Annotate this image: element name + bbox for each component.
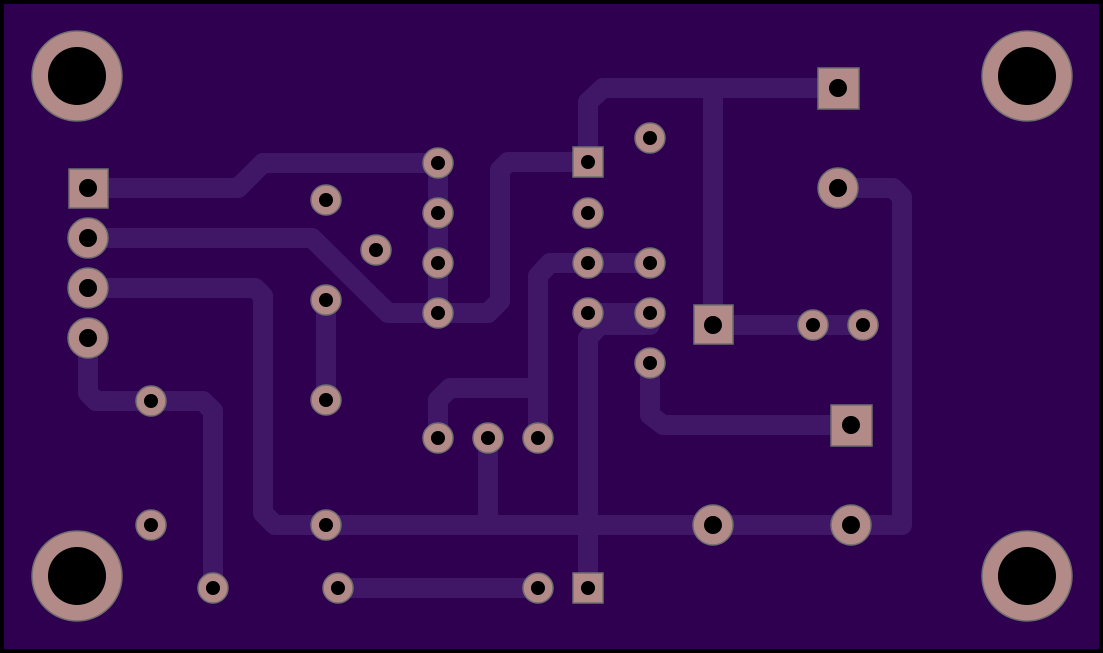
- round-pad: [634, 297, 666, 329]
- round-pad: [847, 309, 879, 341]
- mounting-hole: [31, 530, 123, 622]
- trace: [578, 315, 660, 598]
- round-pad: [310, 184, 342, 216]
- round-pad: [197, 572, 229, 604]
- trace: [428, 378, 548, 448]
- square-pad: [817, 67, 860, 110]
- round-pad: [422, 147, 454, 179]
- round-pad: [634, 122, 666, 154]
- mounting-hole: [981, 30, 1073, 122]
- round-pad: [522, 572, 554, 604]
- round-pad: [472, 422, 504, 454]
- board-substrate: [4, 4, 1099, 649]
- trace: [78, 153, 448, 198]
- round-pad: [634, 347, 666, 379]
- round-pad: [830, 504, 872, 546]
- round-pad: [67, 267, 109, 309]
- round-pad: [135, 385, 167, 417]
- round-pad: [692, 504, 734, 546]
- round-pad: [422, 247, 454, 279]
- round-pad: [135, 509, 167, 541]
- round-pad: [522, 422, 554, 454]
- round-pad: [797, 309, 829, 341]
- trace: [78, 152, 598, 323]
- trace: [78, 178, 912, 535]
- round-pad: [360, 234, 392, 266]
- round-pad: [67, 317, 109, 359]
- square-pad: [572, 572, 604, 604]
- round-pad: [422, 197, 454, 229]
- pads: [31, 30, 1073, 622]
- round-pad: [817, 167, 859, 209]
- round-pad: [310, 384, 342, 416]
- round-pad: [310, 509, 342, 541]
- round-pad: [572, 197, 604, 229]
- round-pad: [422, 297, 454, 329]
- square-pad: [68, 168, 109, 209]
- round-pad: [322, 572, 354, 604]
- trace: [528, 253, 598, 448]
- square-pad: [830, 404, 873, 447]
- round-pad: [310, 284, 342, 316]
- round-pad: [67, 217, 109, 259]
- trace: [640, 353, 861, 435]
- mounting-hole: [31, 30, 123, 122]
- round-pad: [572, 297, 604, 329]
- square-pad: [572, 146, 604, 178]
- square-pad: [693, 304, 734, 345]
- round-pad: [634, 247, 666, 279]
- round-pad: [572, 247, 604, 279]
- mounting-hole: [981, 530, 1073, 622]
- round-pad: [422, 422, 454, 454]
